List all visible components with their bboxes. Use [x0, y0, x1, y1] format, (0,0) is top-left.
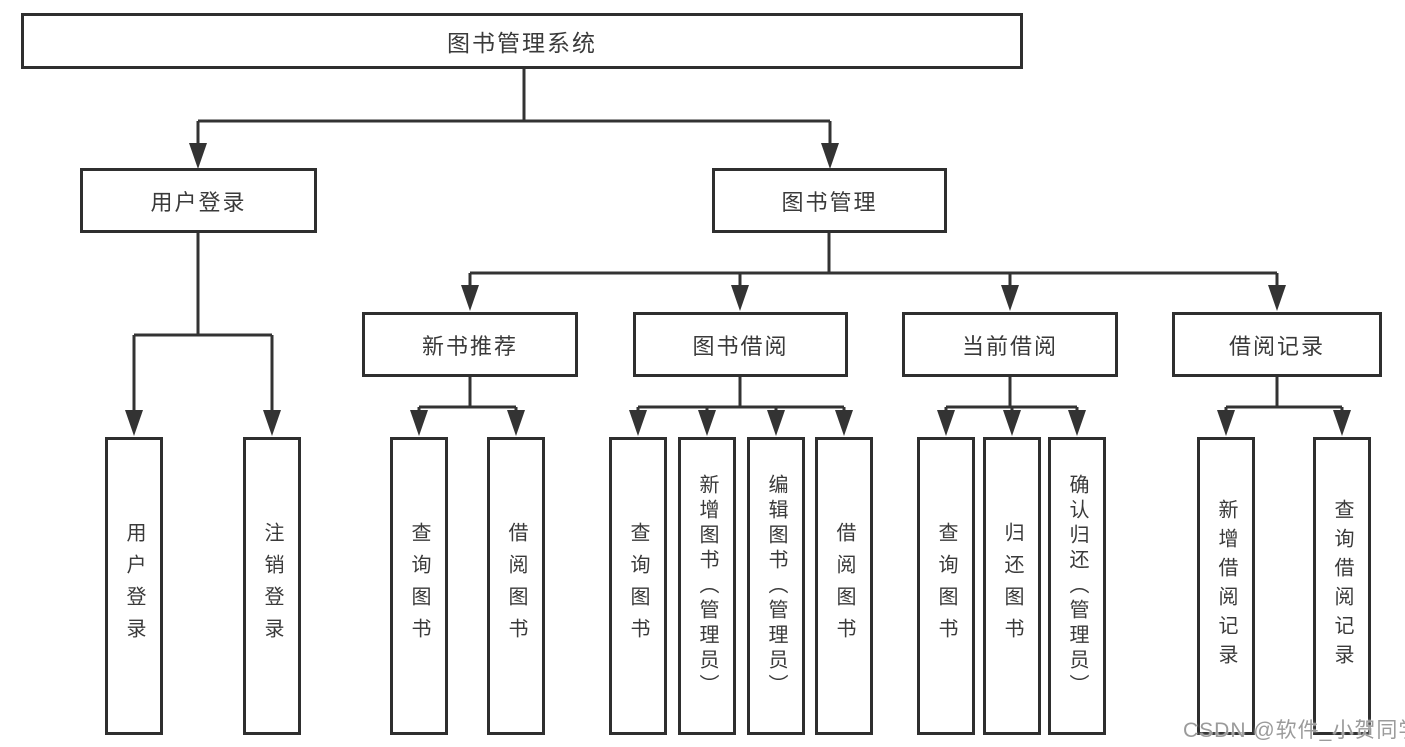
leaf-borrow-add-books-admin: 新增图书（管理员） [678, 437, 736, 735]
leaf-label: 新增借阅记录 [1215, 499, 1237, 673]
node-borrow-records: 借阅记录 [1172, 312, 1382, 377]
node-new-book-recommend: 新书推荐 [362, 312, 578, 377]
arrowheads-newrec-children [410, 410, 525, 436]
connector-newrec-children [417, 377, 518, 412]
node-current-borrowing: 当前借阅 [902, 312, 1118, 377]
leaf-label: 查询图书 [408, 522, 430, 650]
leaf-label: 归还图书 [1001, 522, 1023, 650]
leaf-label: 确认归还（管理员） [1066, 473, 1088, 699]
arrowheads-level2 [189, 143, 839, 169]
leaf-label: 借阅图书 [833, 522, 855, 650]
leaf-label: 注销登录 [261, 522, 283, 650]
leaf-borrow-edit-books-admin: 编辑图书（管理员） [747, 437, 805, 735]
leaf-label: 借阅图书 [505, 522, 527, 650]
csdn-watermark: CSDN @软件_小贺同学 [1183, 719, 1405, 742]
connector-root-to-level2 [196, 69, 832, 145]
arrowheads-login-children [125, 410, 281, 436]
leaf-label: 编辑图书（管理员） [765, 473, 787, 699]
node-root-library-system: 图书管理系统 [21, 13, 1023, 69]
leaf-label: 新增图书（管理员） [696, 473, 718, 699]
leaf-label: 查询图书 [935, 522, 957, 650]
arrowheads-borrow-children [629, 410, 853, 436]
connector-records-children [1224, 377, 1344, 412]
leaf-current-return-books: 归还图书 [983, 437, 1041, 735]
leaf-newrec-query-books: 查询图书 [390, 437, 448, 735]
node-book-management: 图书管理 [712, 168, 947, 233]
leaf-records-add-record: 新增借阅记录 [1197, 437, 1255, 735]
leaf-label: 查询借阅记录 [1331, 499, 1353, 673]
connector-borrow-children [636, 377, 846, 412]
connector-bookmgmt-to-level3 [468, 233, 1279, 287]
connector-current-children [944, 377, 1079, 412]
leaf-borrow-borrow-books: 借阅图书 [815, 437, 873, 735]
leaf-current-query-books: 查询图书 [917, 437, 975, 735]
connector-login-children [132, 233, 274, 412]
leaf-label: 查询图书 [627, 522, 649, 650]
arrowheads-records-children [1217, 410, 1351, 436]
leaf-records-query-record: 查询借阅记录 [1313, 437, 1371, 735]
node-book-borrowing: 图书借阅 [633, 312, 848, 377]
leaf-newrec-borrow-books: 借阅图书 [487, 437, 545, 735]
arrowheads-level3 [461, 285, 1286, 311]
node-user-login: 用户登录 [80, 168, 317, 233]
leaf-label: 用户登录 [123, 522, 145, 650]
leaf-logout: 注销登录 [243, 437, 301, 735]
leaf-borrow-query-books: 查询图书 [609, 437, 667, 735]
arrowheads-current-children [937, 410, 1086, 436]
leaf-user-login: 用户登录 [105, 437, 163, 735]
leaf-current-confirm-return-admin: 确认归还（管理员） [1048, 437, 1106, 735]
